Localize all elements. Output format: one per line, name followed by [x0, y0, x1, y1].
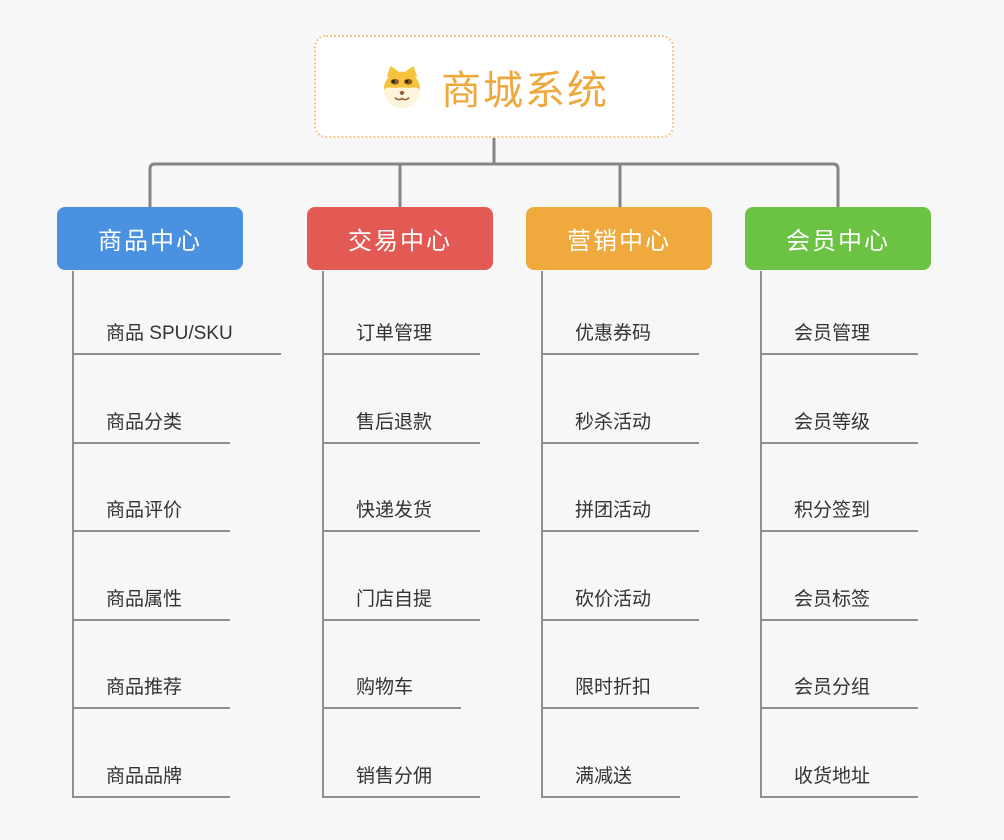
leaf-node[interactable]: 售后退款 [322, 410, 481, 444]
root-title: 商城系统 [441, 68, 609, 113]
branch-label: 营销中心 [567, 228, 671, 255]
branch-spine-line [72, 271, 74, 798]
leaf-node[interactable]: 拼团活动 [541, 498, 700, 532]
leaf-node[interactable]: 商品品牌 [72, 764, 231, 798]
leaf-node[interactable]: 门店自提 [322, 587, 481, 621]
branch-label: 商品中心 [98, 228, 202, 255]
branch-column-3: 营销中心 优惠券码秒杀活动拼团活动砍价活动限时折扣满减送 [526, 207, 776, 827]
branch-node[interactable]: 商品中心 [57, 207, 243, 270]
leaf-node[interactable]: 销售分佣 [322, 764, 481, 798]
leaf-node[interactable]: 商品推荐 [72, 675, 231, 709]
branch-rail-line [148, 162, 840, 207]
branch-label: 交易中心 [348, 228, 452, 255]
leaf-node[interactable]: 会员分组 [760, 675, 919, 709]
branch-node[interactable]: 会员中心 [745, 207, 931, 270]
root-node[interactable]: 商城系统 [314, 35, 674, 138]
branch-spine-line [760, 271, 762, 798]
leaf-node[interactable]: 商品属性 [72, 587, 231, 621]
leaf-node[interactable]: 订单管理 [322, 321, 481, 355]
leaf-node[interactable]: 会员管理 [760, 321, 919, 355]
leaf-node[interactable]: 秒杀活动 [541, 410, 700, 444]
branch-spine-line [322, 271, 324, 798]
branch-column-2: 交易中心 订单管理售后退款快递发货门店自提购物车销售分佣 [307, 207, 557, 827]
branch-label: 会员中心 [786, 228, 890, 255]
leaf-node[interactable]: 收货地址 [760, 764, 919, 798]
branch-spine-line [541, 271, 543, 798]
branch-node[interactable]: 营销中心 [526, 207, 712, 270]
leaf-node[interactable]: 快递发货 [322, 498, 481, 532]
leaf-node[interactable]: 商品分类 [72, 410, 231, 444]
leaf-node[interactable]: 砍价活动 [541, 587, 700, 621]
leaf-node[interactable]: 商品 SPU/SKU [72, 321, 281, 355]
leaf-node[interactable]: 限时折扣 [541, 675, 700, 709]
branch-column-4: 会员中心 会员管理会员等级积分签到会员标签会员分组收货地址 [745, 207, 995, 827]
doge-icon [383, 65, 421, 108]
leaf-node[interactable]: 会员等级 [760, 410, 919, 444]
leaf-node[interactable]: 购物车 [322, 675, 462, 709]
leaf-node[interactable]: 积分签到 [760, 498, 919, 532]
leaf-node[interactable]: 满减送 [541, 764, 681, 798]
leaf-node[interactable]: 会员标签 [760, 587, 919, 621]
branch-node[interactable]: 交易中心 [307, 207, 493, 270]
branch-column-1: 商品中心 商品 SPU/SKU 商品分类商品评价商品属性商品推荐商品品牌 [57, 207, 307, 827]
leaf-node[interactable]: 商品评价 [72, 498, 231, 532]
leaf-node[interactable]: 优惠券码 [541, 321, 700, 355]
